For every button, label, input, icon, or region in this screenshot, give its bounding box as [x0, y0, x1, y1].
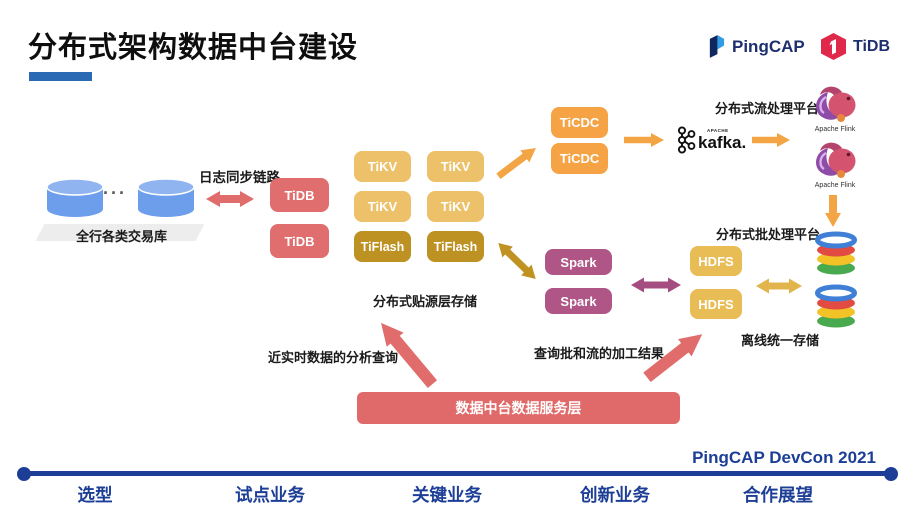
pingcap-icon [707, 34, 726, 59]
apache-flink-logo-2 [812, 141, 858, 181]
tidb-node-2: TiDB [270, 224, 329, 258]
sync-double-arrow [206, 189, 254, 209]
service-layer-bar: 数据中台数据服务层 [357, 392, 680, 424]
tikv-to-ticdc-arrow [491, 141, 542, 185]
ticdc-to-kafka-arrow [622, 132, 664, 148]
source-db-label: 全行各类交易库 [76, 229, 168, 244]
apache-flink-logo-1 [812, 85, 858, 125]
tiflash-node-1: TiFlash [354, 231, 411, 262]
source-db-cylinder-2 [137, 178, 195, 218]
hdfs-node-1: HDFS [690, 246, 742, 276]
timeline-dot-left [17, 467, 31, 481]
hdfs-storage-double-arrow [756, 277, 802, 295]
timeline-item-3: 关键业务 [412, 485, 482, 505]
apache-flink-caption-1: Apache Flink [814, 126, 856, 133]
kafka-to-flink-arrow [750, 132, 790, 148]
realtime-analysis-label: 近实时数据的分析查询 [268, 350, 399, 365]
tidb-logo-text: TiDB [853, 37, 891, 55]
sync-link-label: 日志同步链路 [199, 170, 280, 185]
timeline-line [24, 471, 891, 476]
stream-platform-label: 分布式流处理平台 [715, 101, 820, 116]
tikv-node-3: TiKV [354, 191, 411, 222]
timeline-item-1: 选型 [77, 485, 113, 505]
tikv-node-1: TiKV [354, 151, 411, 182]
kafka-name-text: kafka. [698, 132, 747, 152]
ticdc-node-1: TiCDC [551, 107, 608, 138]
timeline-item-5: 合作展望 [743, 485, 813, 505]
devcon-label: PingCAP DevCon 2021 [692, 448, 876, 467]
flink-to-storage-arrow [824, 193, 842, 227]
kafka-apache-text: APACHE [707, 128, 729, 134]
timeline-item-4: 创新业务 [580, 485, 650, 505]
service-to-analysis-arrow [371, 314, 445, 395]
ods-storage-label: 分布式贴源层存储 [373, 294, 478, 309]
service-layer-label: 数据中台数据服务层 [455, 400, 582, 416]
timeline-dot-right [884, 467, 898, 481]
batch-stream-result-label: 查询批和流的加工结果 [534, 346, 665, 361]
timeline-item-2: 试点业务 [235, 485, 305, 505]
kafka-icon [676, 125, 696, 155]
tikv-node-2: TiKV [427, 151, 484, 182]
offline-storage-label: 离线统一存储 [741, 333, 820, 348]
apache-flink-caption-2: Apache Flink [814, 182, 856, 189]
service-to-result-arrow [636, 324, 710, 390]
spark-hdfs-double-arrow [631, 276, 681, 294]
ellipsis-dots: ··· [103, 183, 127, 203]
kafka-logo: APACHE kafka. [676, 125, 746, 155]
spark-node-1: Spark [545, 249, 612, 275]
pingcap-logo-text: PingCAP [732, 36, 805, 56]
tiflash-spark-double-arrow [492, 236, 542, 285]
offline-storage-cylinder-2 [813, 284, 859, 329]
ticdc-node-2: TiCDC [551, 143, 608, 174]
tiflash-node-2: TiFlash [427, 231, 484, 262]
pingcap-logo: PingCAP [707, 34, 805, 59]
title-underline [29, 72, 92, 81]
offline-storage-cylinder-1 [813, 231, 859, 276]
tikv-node-4: TiKV [427, 191, 484, 222]
tidb-logo: TiDB [820, 32, 890, 61]
page-title: 分布式架构数据中台建设 [28, 32, 359, 64]
tidb-icon [820, 32, 847, 61]
batch-platform-label: 分布式批处理平台 [716, 227, 821, 242]
source-db-cylinder-1 [46, 178, 104, 218]
tidb-node-1: TiDB [270, 178, 329, 212]
spark-node-2: Spark [545, 288, 612, 314]
hdfs-node-2: HDFS [690, 289, 742, 319]
